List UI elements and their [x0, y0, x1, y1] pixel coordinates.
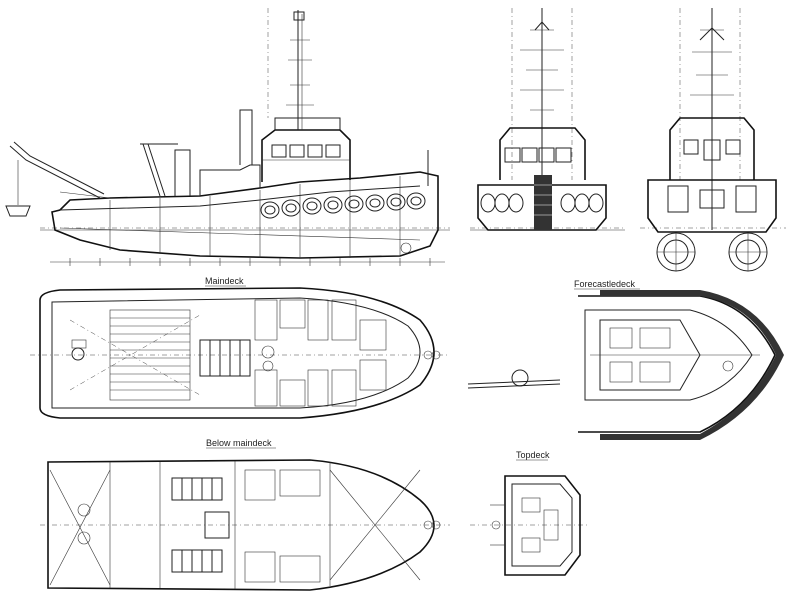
forecastledeck-plan: Forecastledeck — [467, 279, 784, 440]
topdeck-label: Topdeck — [516, 450, 550, 460]
side-elevation — [5, 8, 450, 266]
rear-elevation — [640, 8, 786, 272]
maindeck-label: Maindeck — [205, 276, 244, 286]
below-maindeck-plan: Below maindeck — [40, 438, 450, 591]
forecastledeck-label: Forecastledeck — [574, 279, 636, 289]
below-maindeck-label: Below maindeck — [206, 438, 272, 448]
maindeck-plan: Maindeck — [30, 276, 450, 419]
topdeck-plan: Topdeck — [470, 450, 590, 576]
front-elevation — [470, 8, 625, 231]
